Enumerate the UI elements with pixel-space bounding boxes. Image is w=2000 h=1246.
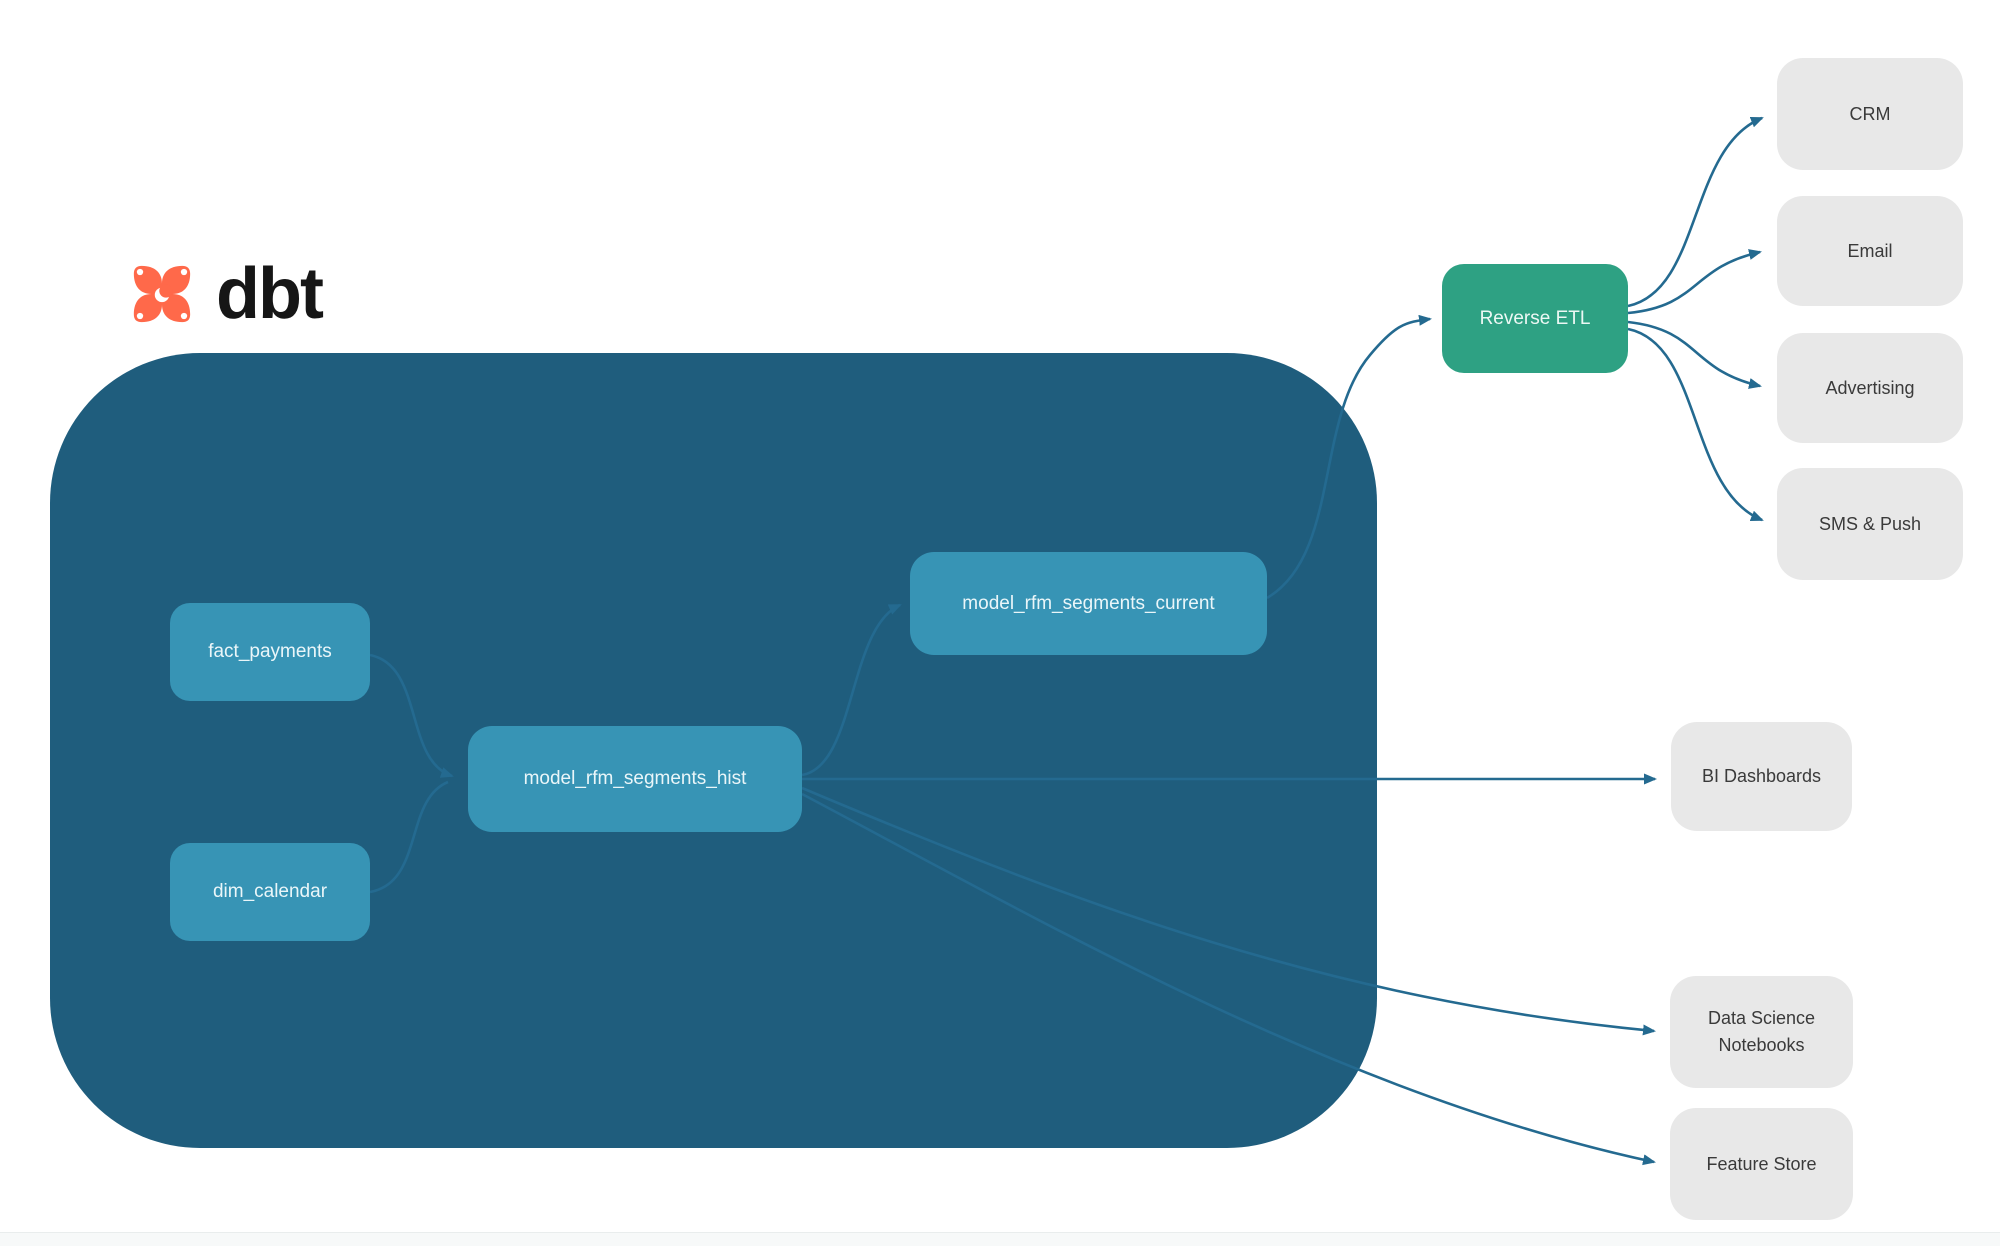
node-data-science-notebooks: Data Science Notebooks (1670, 976, 1853, 1088)
node-feature-store: Feature Store (1670, 1108, 1853, 1220)
node-bi-dashboards: BI Dashboards (1671, 722, 1852, 831)
edge-reverse-etl-to-email (1627, 249, 1762, 315)
node-label: BI Dashboards (1701, 766, 1822, 786)
node-label: Advertising (1825, 377, 1915, 398)
node-label: Reverse ETL (1479, 307, 1591, 329)
node-label: SMS & Push (1818, 513, 1922, 534)
edge-reverse-etl-to-advertising (1627, 320, 1762, 389)
node-label: dim_calendar (212, 881, 328, 902)
node-reverse-etl: Reverse ETL (1442, 264, 1628, 373)
dbt-logo-icon (118, 250, 206, 338)
node-crm: CRM (1777, 58, 1963, 170)
node-email: Email (1777, 196, 1963, 306)
dbt-wordmark: dbt (216, 254, 324, 334)
node-label: fact_payments (208, 641, 332, 662)
node-label: Feature Store (1706, 1153, 1817, 1174)
node-label: CRM (1849, 103, 1891, 124)
node-advertising: Advertising (1777, 333, 1963, 443)
edge-reverse-etl-to-sms-push (1627, 327, 1764, 522)
node-label: model_rfm_segments_current (962, 592, 1215, 614)
node-label: Email (1847, 240, 1893, 261)
node-label: Data Science Notebooks (1707, 1008, 1816, 1055)
dbt-logo: dbt (118, 250, 324, 338)
bottom-strip (0, 1232, 2000, 1246)
node-model-rfm-segments-hist: model_rfm_segments_hist (468, 726, 802, 832)
edge-reverse-etl-to-crm (1627, 116, 1764, 308)
node-fact-payments: fact_payments (170, 603, 370, 701)
node-model-rfm-segments-current: model_rfm_segments_current (910, 552, 1267, 655)
node-sms-push: SMS & Push (1777, 468, 1963, 580)
node-dim-calendar: dim_calendar (170, 843, 370, 941)
node-label: model_rfm_segments_hist (523, 768, 747, 789)
